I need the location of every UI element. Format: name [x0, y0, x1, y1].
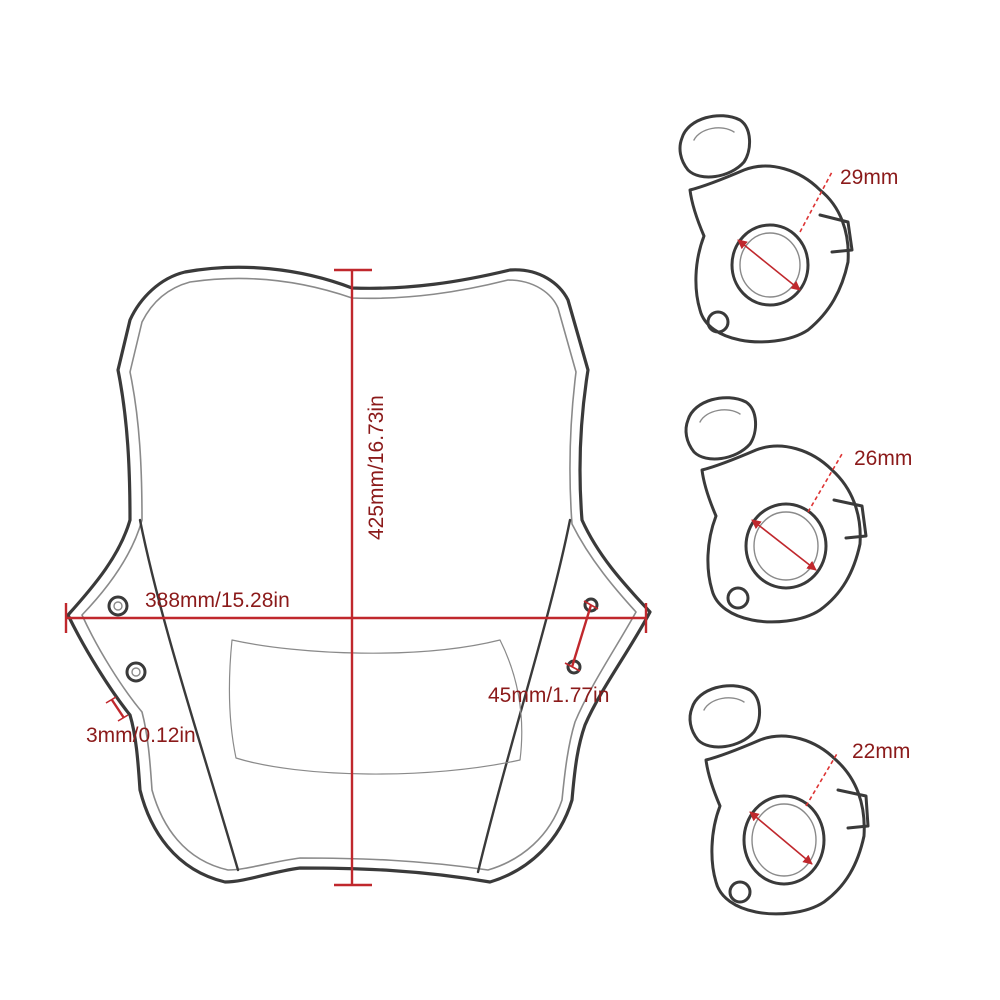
- clamp-22mm-label: 22mm: [852, 740, 910, 763]
- width-dimension: 388mm/15.28in: [64, 589, 648, 633]
- hole-spacing-dimension: 45mm/1.77in: [488, 600, 609, 707]
- clamp-29mm-label: 29mm: [840, 166, 898, 189]
- height-dimension: 425mm/16.73in: [334, 268, 388, 887]
- hole-spacing-label: 45mm/1.77in: [488, 684, 609, 707]
- windshield-drawing: [66, 265, 652, 884]
- windshield-left-reflection: [138, 518, 240, 872]
- mount-hole-left-bottom: [125, 661, 147, 683]
- thickness-label: 3mm/0.12in: [86, 724, 196, 747]
- windshield-inner-outline: [81, 277, 637, 871]
- height-label: 425mm/16.73in: [365, 395, 388, 540]
- windshield-outline: [66, 265, 652, 884]
- mount-hole-left-top: [107, 595, 129, 617]
- clamp-26mm-label: 26mm: [854, 447, 912, 470]
- mount-hole-right-top: [583, 597, 599, 613]
- windshield-lens: [228, 639, 523, 775]
- clamp-29mm: 29mm: [678, 114, 898, 344]
- width-label: 388mm/15.28in: [145, 589, 290, 612]
- clamp-22mm: 22mm: [688, 684, 910, 916]
- thickness-dimension: 3mm/0.12in: [86, 696, 196, 747]
- windshield-right-reflection: [476, 518, 572, 874]
- clamp-26mm: 26mm: [684, 396, 912, 624]
